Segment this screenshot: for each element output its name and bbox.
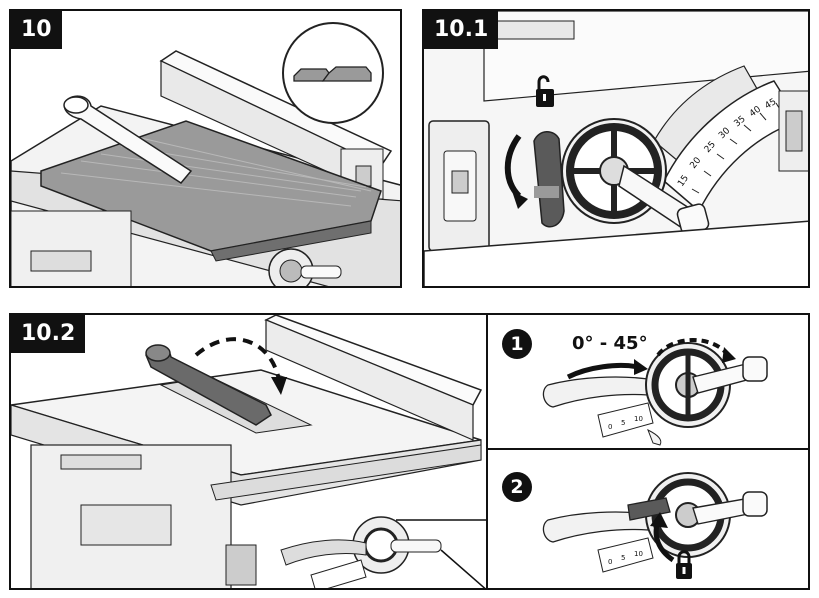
step2-tick-10: 10: [634, 550, 643, 558]
step2-tick-0: 0: [608, 558, 612, 566]
step-1-box: 0 5 10 1 0° - 45°: [486, 313, 810, 450]
rotate-arrow-icon: [504, 134, 522, 199]
panel-10: 10: [9, 9, 402, 288]
panel-10-1-label: 10.1: [424, 11, 499, 49]
unlock-icon: [536, 75, 554, 107]
lock-icon: [676, 550, 692, 579]
dashed-curved-arrow-icon: [194, 337, 281, 381]
step1-tick-5: 5: [621, 419, 625, 427]
blade-profile-icon: [293, 66, 372, 82]
rotate-arrow-icon: [656, 338, 730, 357]
panel-10-label: 10: [11, 11, 62, 49]
step-2-box: 0 5 10 2: [486, 448, 810, 590]
push-block-icon: [63, 95, 193, 184]
step-2-illustration: 0 5 10: [542, 472, 768, 579]
table-saw-overview-illustration: [11, 315, 489, 588]
step2-tick-5: 5: [621, 554, 625, 562]
panel-10-2-label: 10.2: [11, 315, 86, 353]
step-1-number: 1: [502, 329, 532, 359]
step-1-illustration: 0 5 10: [542, 338, 768, 446]
bevel-lock-illustration: 15 20 25 30 35 40 45: [424, 11, 808, 286]
bevel-angle-range: 0° - 45°: [572, 333, 648, 354]
step-2-number: 2: [502, 472, 532, 502]
step1-tick-0: 0: [608, 423, 612, 431]
panel-10-1: 10.1 15 20 25 30 35 40 45: [422, 9, 810, 288]
step1-tick-10: 10: [634, 415, 643, 423]
table-saw-cutting-illustration: [11, 22, 400, 286]
